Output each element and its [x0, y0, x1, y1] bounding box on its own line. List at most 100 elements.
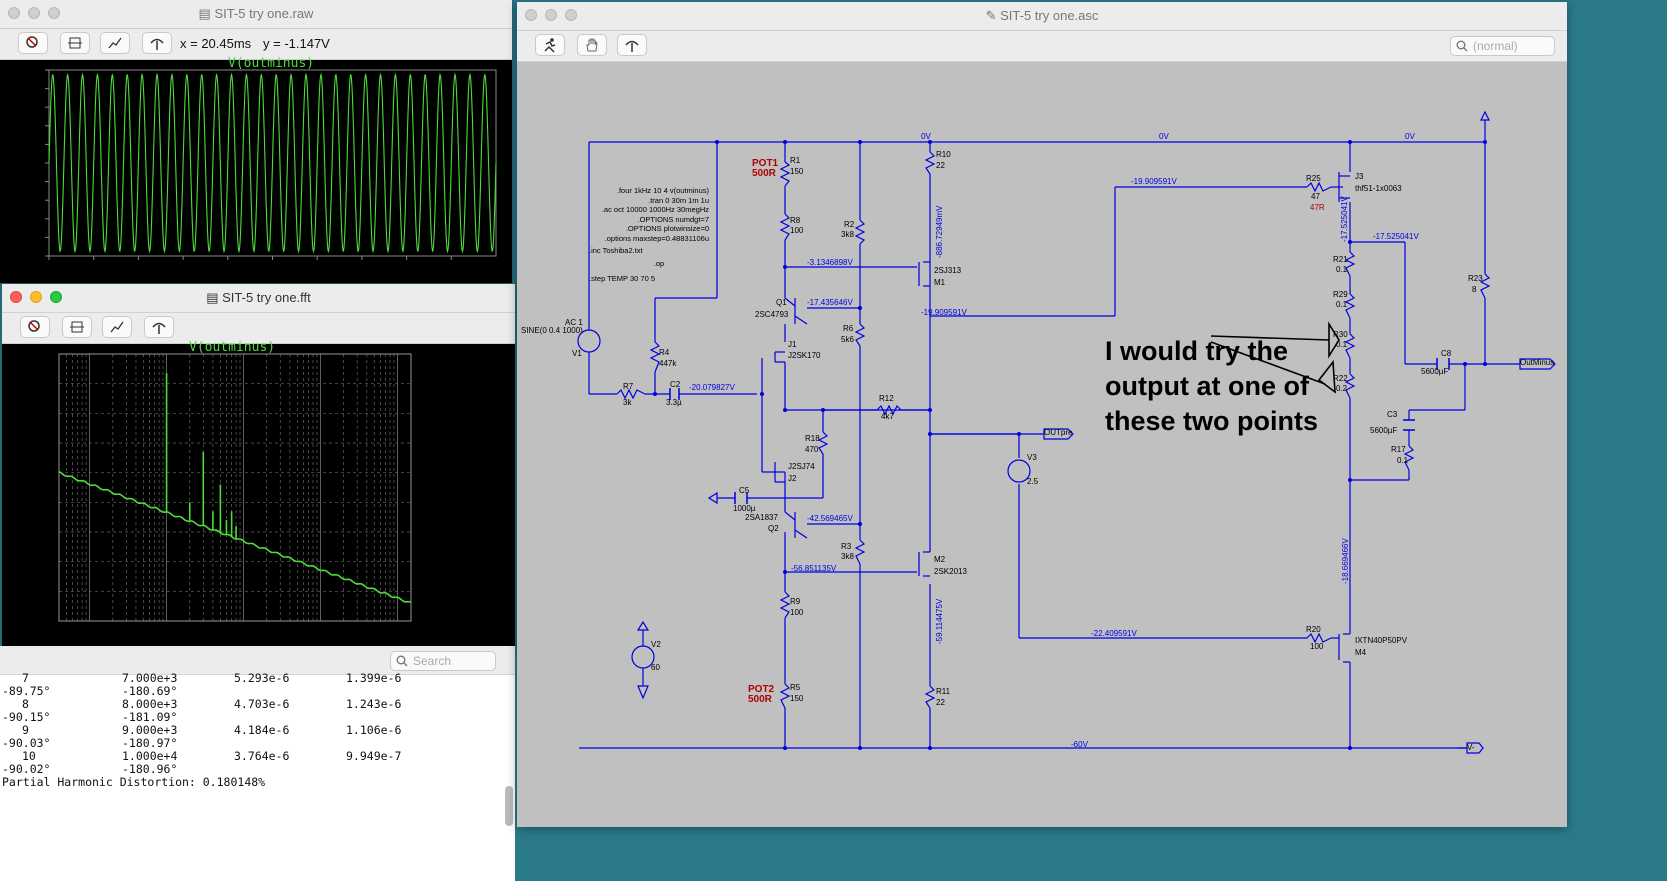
- raw-titlebar[interactable]: ▤ SIT-5 try one.raw: [0, 0, 512, 29]
- component-label: C5: [739, 486, 750, 495]
- waveform-svg: [45, 69, 497, 260]
- component-label: M4: [1355, 648, 1367, 657]
- annotation-arrows: [1210, 321, 1340, 394]
- net-voltage-label: -60V: [1071, 740, 1088, 749]
- component-label: 47: [1311, 192, 1320, 201]
- net-voltage-label: -19.909591V: [1131, 177, 1177, 186]
- schematic-resistors: [616, 151, 1491, 709]
- zoom-button[interactable]: [50, 291, 62, 303]
- running-man-icon: [544, 38, 556, 53]
- component-label: 5600µF: [1370, 426, 1398, 435]
- schematic-junctions: [653, 140, 1487, 750]
- net-voltage-label: -18.669466V: [1341, 538, 1350, 584]
- component-label: R21: [1333, 255, 1348, 264]
- fft-window-title: ▤ SIT-5 try one.fft: [206, 290, 311, 305]
- distortion-summary: Partial Harmonic Distortion: 0.180148%: [2, 775, 266, 789]
- harmonic-normalized-phase: -181.09°: [122, 710, 178, 724]
- component-label: J2SK170: [788, 351, 821, 360]
- component-label: 150: [790, 167, 804, 176]
- directive-four: .four 1kHz 10 4 v(outminus): [616, 186, 709, 195]
- fft-svg: [58, 353, 412, 622]
- harmonic-phase: -90.02°: [2, 762, 51, 776]
- component-label: 0.1: [1397, 456, 1409, 465]
- component-label: 3k8: [841, 230, 854, 239]
- fft-titlebar[interactable]: ▤ SIT-5 try one.fft: [2, 284, 515, 313]
- harmonic-magnitude: 5.293e-6: [234, 671, 290, 685]
- harmonic-number: 8: [22, 697, 29, 711]
- component-label: C3: [1387, 410, 1398, 419]
- halt-button[interactable]: [577, 34, 607, 56]
- close-button[interactable]: [8, 7, 20, 19]
- minimize-button[interactable]: [30, 291, 42, 303]
- search-icon: [1456, 40, 1468, 52]
- net-voltage-label: 0V: [1159, 132, 1169, 141]
- component-label: 8: [1472, 285, 1477, 294]
- hand-icon: [586, 38, 598, 52]
- probe-icon: [150, 38, 164, 50]
- log-scrollbar[interactable]: [505, 786, 513, 826]
- component-label: 2SA1837: [745, 513, 778, 522]
- probe-button[interactable]: [142, 32, 172, 54]
- schematic-search-input[interactable]: (normal): [1450, 36, 1555, 56]
- close-button[interactable]: [525, 9, 537, 21]
- close-button[interactable]: [10, 291, 22, 303]
- component-label: 60: [651, 663, 660, 672]
- raw-toolbar: x = 20.45ms y = -1.147V: [0, 29, 512, 60]
- raw-window-title: ▤ SIT-5 try one.raw: [198, 6, 314, 21]
- component-label: 22: [936, 698, 945, 707]
- net-voltage-label: 0V: [921, 132, 931, 141]
- probe-button[interactable]: [144, 316, 174, 338]
- zoom-area-button[interactable]: [20, 316, 50, 338]
- component-label: M2: [934, 555, 946, 564]
- waveform-plot[interactable]: V(outminus): [0, 56, 512, 283]
- spice-directives[interactable]: .four 1kHz 10 4 v(outminus) .tran 0 30m …: [589, 186, 709, 284]
- schematic-toolbar: (normal): [517, 31, 1567, 62]
- harmonic-frequency: 9.000e+3: [122, 723, 178, 737]
- zoom-button[interactable]: [48, 7, 60, 19]
- minimize-button[interactable]: [28, 7, 40, 19]
- schematic-transistors: [775, 172, 1350, 663]
- schematic-sources: [577, 329, 1031, 669]
- component-label: 3k8: [841, 552, 854, 561]
- search-placeholder: (normal): [1473, 39, 1518, 53]
- annotation-text[interactable]: I would try the output at one of these t…: [1105, 334, 1318, 439]
- waveform-trace-label[interactable]: V(outminus): [228, 56, 315, 71]
- harmonic-normalized: 9.949e-7: [346, 749, 402, 763]
- zoom-area-button[interactable]: [18, 32, 48, 54]
- autorange-button[interactable]: [60, 32, 90, 54]
- net-voltage-label: 0V: [1405, 132, 1415, 141]
- log-search-input[interactable]: Search: [390, 651, 496, 671]
- component-label: J2: [788, 474, 797, 483]
- component-label: V1: [572, 349, 582, 358]
- component-label: J1: [788, 340, 797, 349]
- autorange-button[interactable]: [62, 316, 92, 338]
- probe-button[interactable]: [617, 34, 647, 56]
- fft-trace-label[interactable]: V(outminus): [189, 340, 276, 355]
- outpre-net-flag[interactable]: OUTpre: [1044, 428, 1073, 437]
- component-label: 447k: [659, 359, 677, 368]
- outminus-net-flag[interactable]: OutMinus: [1520, 358, 1555, 367]
- minimize-button[interactable]: [545, 9, 557, 21]
- schematic-window: ✎ SIT-5 try one.asc (normal): [517, 2, 1567, 827]
- component-label: 5k6: [841, 335, 854, 344]
- schematic-titlebar[interactable]: ✎ SIT-5 try one.asc: [517, 2, 1567, 31]
- component-label: 100: [790, 608, 804, 617]
- pan-button[interactable]: [100, 32, 130, 54]
- fft-plot[interactable]: V(outminus): [2, 340, 515, 646]
- run-button[interactable]: [535, 34, 565, 56]
- harmonic-phase: -90.03°: [2, 736, 51, 750]
- autorange-icon: [68, 37, 82, 49]
- pan-button[interactable]: [102, 316, 132, 338]
- vminus-net-flag[interactable]: V-: [1467, 743, 1475, 752]
- component-label: Q2: [768, 524, 779, 533]
- net-voltage-label: -17.525041V: [1340, 196, 1349, 242]
- pot1-label: POT1: [752, 158, 779, 169]
- zoom-button[interactable]: [565, 9, 577, 21]
- harmonic-normalized-phase: -180.69°: [122, 684, 178, 698]
- harmonic-number: 9: [22, 723, 29, 737]
- net-voltage-label: -22.409591V: [1091, 629, 1137, 638]
- fft-noise-floor: [58, 471, 411, 603]
- harmonic-number: 10: [22, 749, 36, 763]
